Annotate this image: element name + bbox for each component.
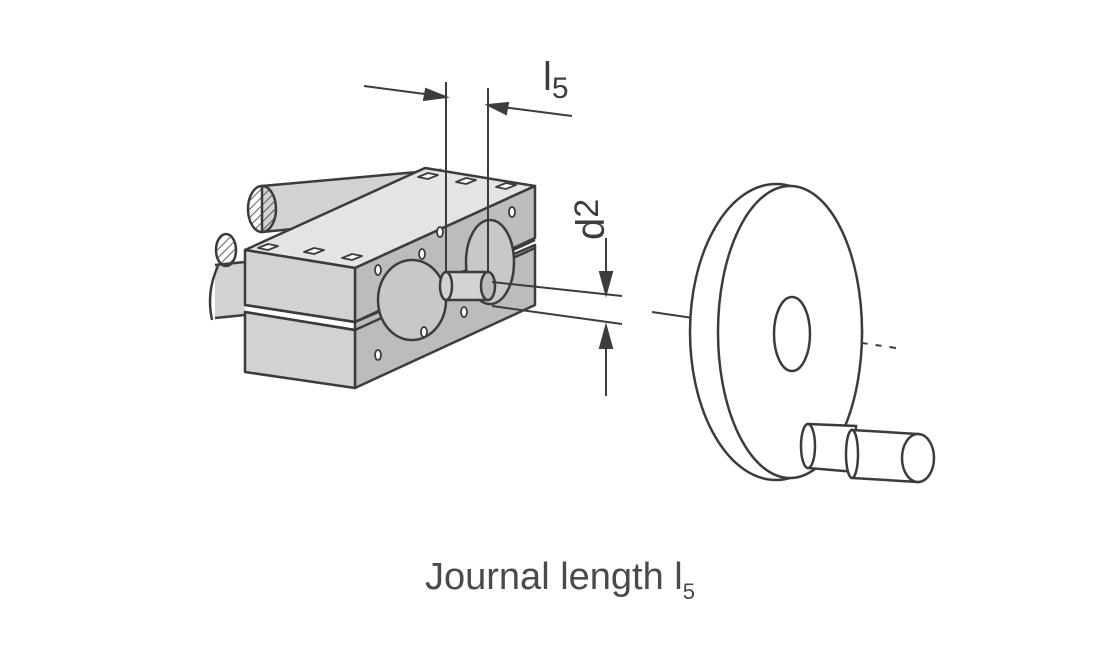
bearing-bore-front [376,258,448,342]
figure-caption: Journal length l5 [0,556,1120,605]
dim-l5-label: l5 [543,55,569,105]
gearbox-housing [243,166,537,390]
caption-symbol: l [674,556,683,598]
shaft-lower [208,232,246,321]
shaft-lower-cut-end [214,232,238,268]
caption-subscript: 5 [682,579,695,604]
dimension-d2 [491,238,623,396]
shaft-upper-cut-end [246,184,278,234]
bolt-holes-top [257,172,517,261]
caption-text: Journal length [425,556,675,598]
crank-handle [799,422,936,484]
handwheel [688,182,936,484]
dim-d2-label: d2 [568,199,613,240]
handwheel-hub-bore [772,295,812,373]
housing-front-face-lower [243,310,357,390]
bolt-holes-side [374,206,516,361]
dimension-l5 [363,82,573,272]
